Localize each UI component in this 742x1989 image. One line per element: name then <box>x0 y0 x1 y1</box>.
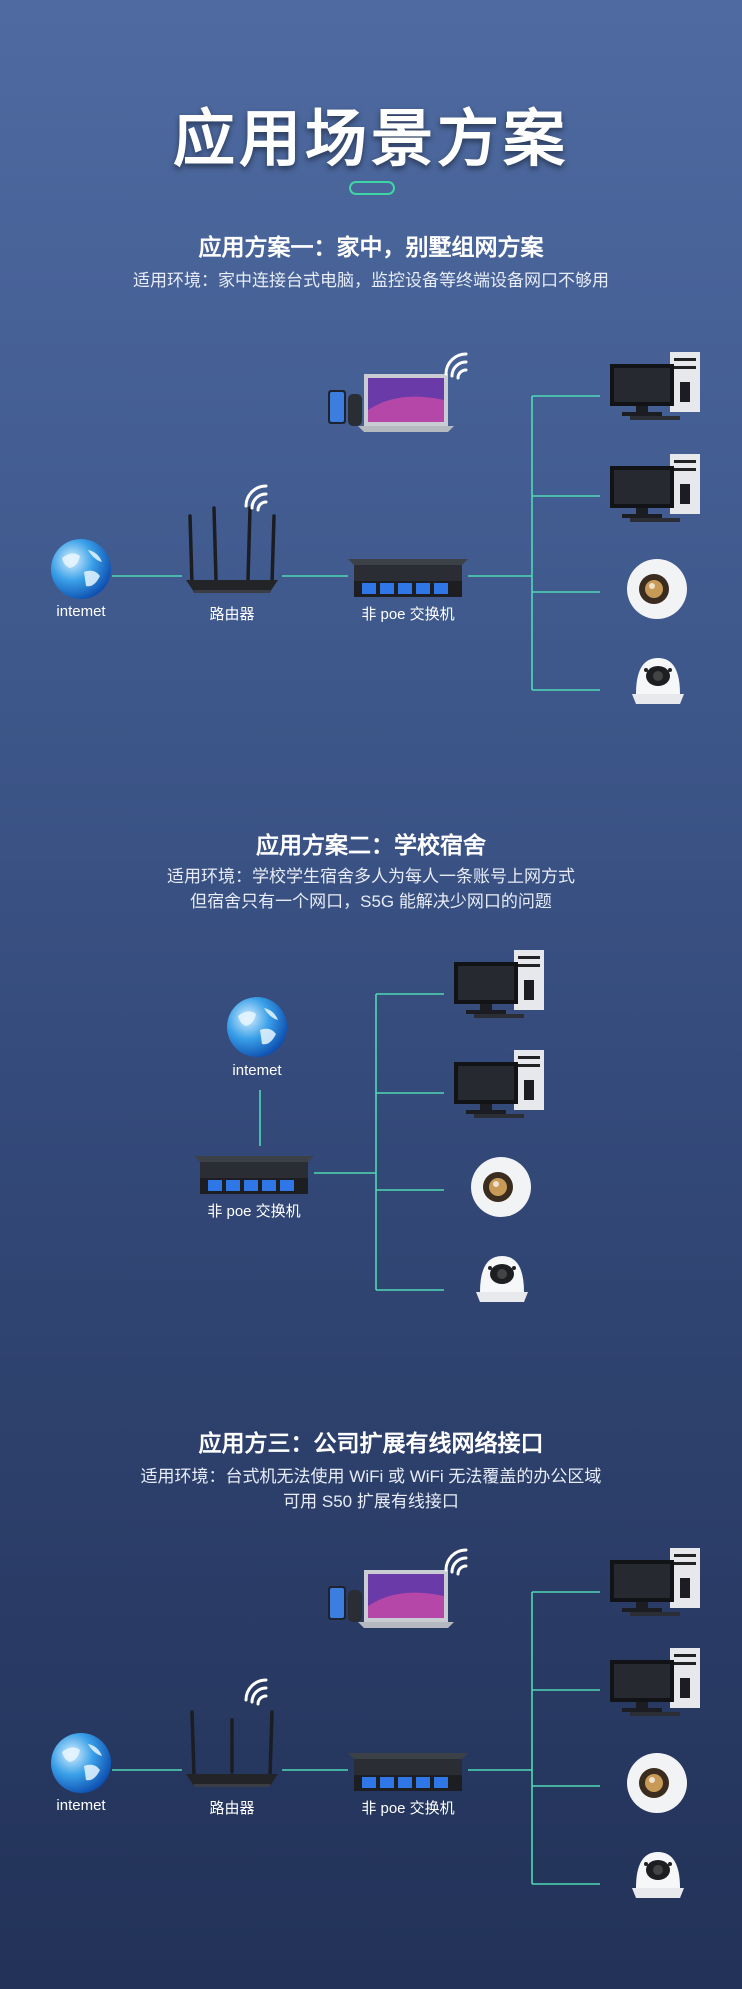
dome-camera-icon <box>476 1256 528 1302</box>
section-3-title: 应用方三：公司扩展有线网络接口 <box>198 1430 544 1456</box>
dome-camera-icon <box>632 1852 684 1898</box>
section-2-title: 应用方案二：学校宿舍 <box>256 832 486 858</box>
globe-icon <box>51 1733 111 1793</box>
wifi-icon <box>244 484 268 512</box>
switch-label: 非 poe 交换机 <box>361 1800 455 1817</box>
section-1-desc-line: 适用环境：家中连接台式电脑，监控设备等终端设备网口不够用 <box>133 271 609 290</box>
camera-360-icon <box>627 559 687 619</box>
switch-icon <box>348 1753 468 1791</box>
switch-icon <box>194 1156 314 1194</box>
section-3-desc-line-1: 适用环境：台式机无法使用 WiFi 或 WiFi 无法覆盖的办公区域 <box>140 1467 602 1486</box>
router-label: 路由器 <box>209 1800 255 1817</box>
globe-icon <box>227 997 287 1057</box>
camera-360-icon <box>471 1157 531 1217</box>
desktop-pc-icon <box>610 1548 700 1616</box>
section-1-desc: 适用环境：家中连接台式电脑，监控设备等终端设备网口不够用 <box>0 268 742 293</box>
desktop-pc-icon <box>610 1648 700 1716</box>
laptop-icon <box>328 374 454 432</box>
desktop-pc-icon <box>454 950 544 1018</box>
section-2-desc: 适用环境：学校学生宿舍多人为每人一条账号上网方式 但宿舍只有一个网口，S5G 能… <box>0 864 742 914</box>
desktop-pc-icon <box>610 352 700 420</box>
switch-icon <box>348 559 468 597</box>
wifi-icon <box>444 352 468 380</box>
switch-label: 非 poe 交换机 <box>207 1203 301 1220</box>
internet-label: intemet <box>56 603 106 620</box>
section-2-desc-line-2: 但宿舍只有一个网口，S5G 能解决少网口的问题 <box>190 892 552 911</box>
section-2-desc-line-1: 适用环境：学校学生宿舍多人为每人一条账号上网方式 <box>167 867 575 886</box>
desktop-pc-icon <box>454 1050 544 1118</box>
wifi-icon <box>244 1678 268 1706</box>
desktop-pc-icon <box>610 454 700 522</box>
dome-camera-icon <box>632 658 684 704</box>
router-icon <box>186 506 278 593</box>
section-3-desc-line-2: 可用 S50 扩展有线接口 <box>283 1492 459 1511</box>
router-label: 路由器 <box>209 606 255 623</box>
section-3-desc: 适用环境：台式机无法使用 WiFi 或 WiFi 无法覆盖的办公区域 可用 S5… <box>0 1464 742 1514</box>
internet-label: intemet <box>232 1062 282 1079</box>
wifi-icon <box>444 1548 468 1576</box>
laptop-icon <box>328 1570 454 1628</box>
internet-label: intemet <box>56 1797 106 1814</box>
page-title: 应用场景方案 <box>172 105 569 174</box>
router-icon <box>186 1710 278 1787</box>
globe-icon <box>51 539 111 599</box>
camera-360-icon <box>627 1753 687 1813</box>
section-1-title: 应用方案一：家中，别墅组网方案 <box>198 234 544 260</box>
switch-label: 非 poe 交换机 <box>361 606 455 623</box>
title-decoration <box>349 181 395 195</box>
